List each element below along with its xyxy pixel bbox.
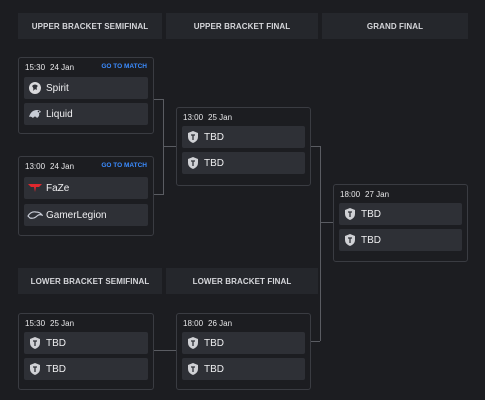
team-row-tbd[interactable]: TBD — [24, 358, 148, 380]
spirit-dragon-icon — [24, 77, 46, 99]
team-name: TBD — [204, 363, 224, 375]
faze-wings-icon — [24, 177, 46, 199]
match-time: 15:30 — [25, 319, 46, 328]
tbd-shield-icon — [182, 126, 204, 148]
match-datetime: 13:00 25 Jan — [183, 113, 232, 122]
team-name: Liquid — [46, 108, 73, 120]
match-card-ub-semi-2[interactable]: 13:00 24 Jan GO TO MATCH FaZe GamerLegio… — [18, 156, 154, 236]
team-name: Spirit — [46, 82, 69, 94]
connector-line — [320, 222, 333, 223]
match-card-lb-final[interactable]: 18:00 26 Jan TBD TBD — [176, 313, 311, 390]
match-datetime: 18:00 26 Jan — [183, 319, 232, 328]
match-card-grand-final[interactable]: 18:00 27 Jan TBD TBD — [333, 184, 468, 262]
connector-line — [153, 350, 176, 351]
match-card-ub-semi-1[interactable]: 15:30 24 Jan GO TO MATCH Spirit Liquid — [18, 57, 154, 134]
tbd-shield-icon — [24, 358, 46, 380]
match-time: 18:00 — [340, 190, 361, 199]
match-date: 24 Jan — [50, 63, 75, 72]
tbd-shield-icon — [339, 203, 361, 225]
match-time: 13:00 — [25, 162, 46, 171]
header-lower-final: LOWER BRACKET FINAL — [166, 268, 318, 294]
match-date: 25 Jan — [50, 319, 75, 328]
liquid-horse-icon — [24, 103, 46, 125]
team-name: TBD — [361, 234, 381, 246]
go-to-match-link[interactable]: GO TO MATCH — [101, 162, 147, 169]
match-datetime: 13:00 24 Jan — [25, 162, 74, 171]
team-row-tbd[interactable]: TBD — [339, 203, 462, 225]
team-row-faze[interactable]: FaZe — [24, 177, 148, 199]
connector-line — [153, 99, 163, 100]
team-row-tbd[interactable]: TBD — [24, 332, 148, 354]
header-upper-semifinal: UPPER BRACKET SEMIFINAL — [18, 13, 162, 39]
match-card-ub-final[interactable]: 13:00 25 Jan TBD TBD — [176, 107, 311, 186]
connector-line — [311, 341, 320, 342]
team-name: GamerLegion — [46, 209, 107, 221]
match-time: 13:00 — [183, 113, 204, 122]
header-upper-final: UPPER BRACKET FINAL — [166, 13, 318, 39]
team-row-tbd[interactable]: TBD — [182, 332, 305, 354]
tbd-shield-icon — [182, 152, 204, 174]
match-date: 27 Jan — [365, 190, 390, 199]
match-date: 24 Jan — [50, 162, 75, 171]
team-name: TBD — [46, 363, 66, 375]
team-name: TBD — [204, 131, 224, 143]
team-row-tbd[interactable]: TBD — [339, 229, 462, 251]
team-name: TBD — [361, 208, 381, 220]
team-row-gamerlegion[interactable]: GamerLegion — [24, 204, 148, 226]
connector-line — [153, 194, 163, 195]
header-lower-semifinal: LOWER BRACKET SEMIFINAL — [18, 268, 162, 294]
match-datetime: 15:30 25 Jan — [25, 319, 74, 328]
match-time: 18:00 — [183, 319, 204, 328]
connector-line — [163, 146, 176, 147]
match-time: 15:30 — [25, 63, 46, 72]
connector-line — [163, 99, 164, 195]
team-row-tbd[interactable]: TBD — [182, 358, 305, 380]
tbd-shield-icon — [339, 229, 361, 251]
team-row-spirit[interactable]: Spirit — [24, 77, 148, 99]
match-datetime: 18:00 27 Jan — [340, 190, 389, 199]
team-row-tbd[interactable]: TBD — [182, 126, 305, 148]
team-name: FaZe — [46, 182, 70, 194]
header-grand-final: GRAND FINAL — [322, 13, 468, 39]
match-date: 26 Jan — [208, 319, 233, 328]
team-row-tbd[interactable]: TBD — [182, 152, 305, 174]
go-to-match-link[interactable]: GO TO MATCH — [101, 63, 147, 70]
tbd-shield-icon — [182, 332, 204, 354]
connector-line — [320, 146, 321, 341]
gamerlegion-icon — [24, 204, 46, 226]
tbd-shield-icon — [182, 358, 204, 380]
tbd-shield-icon — [24, 332, 46, 354]
match-datetime: 15:30 24 Jan — [25, 63, 74, 72]
team-name: TBD — [46, 337, 66, 349]
team-row-liquid[interactable]: Liquid — [24, 103, 148, 125]
match-date: 25 Jan — [208, 113, 233, 122]
match-card-lb-semi[interactable]: 15:30 25 Jan TBD TBD — [18, 313, 154, 390]
team-name: TBD — [204, 337, 224, 349]
connector-line — [311, 146, 320, 147]
team-name: TBD — [204, 157, 224, 169]
